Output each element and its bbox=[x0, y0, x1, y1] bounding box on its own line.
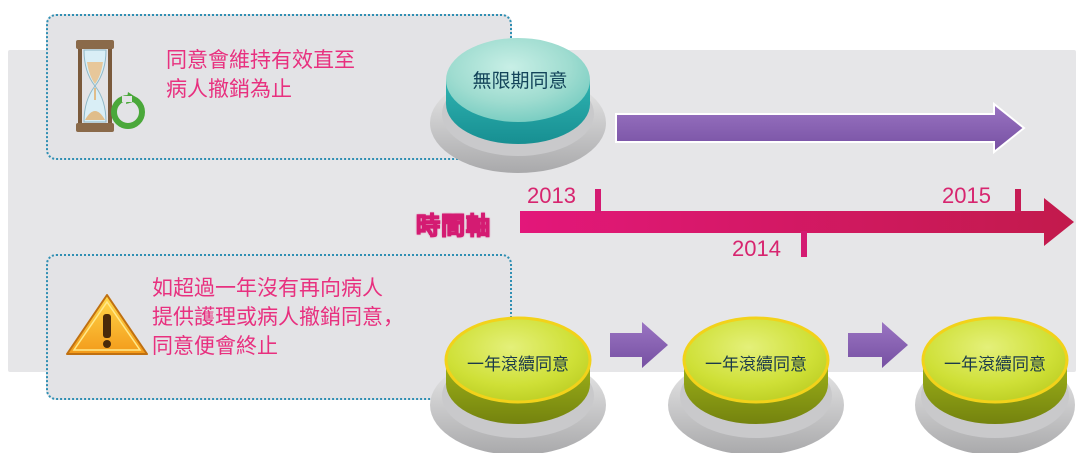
tick-2015 bbox=[1015, 189, 1021, 213]
indefinite-consent-callout: 同意會維持有效直至 病人撤銷為止 bbox=[46, 14, 512, 160]
indefinite-duration-arrow bbox=[615, 101, 1026, 155]
warning-icon bbox=[64, 292, 150, 358]
annual-consent-button-2 bbox=[668, 316, 844, 453]
annual-consent-description: 如超過一年沒有再向病人 提供護理或病人撤銷同意， 同意便會終止 bbox=[152, 276, 404, 358]
annual-consent-label-2: 一年滾續同意 bbox=[705, 355, 807, 375]
annual-consent-label-3: 一年滾續同意 bbox=[944, 355, 1046, 375]
hourglass-icon bbox=[70, 38, 150, 134]
indefinite-consent-description: 同意會維持有效直至 病人撤銷為止 bbox=[166, 48, 355, 101]
annual-consent-callout: 如超過一年沒有再向病人 提供護理或病人撤銷同意， 同意便會終止 bbox=[46, 254, 512, 400]
tick-2014 bbox=[801, 231, 807, 257]
year-2015-label: 2015 bbox=[942, 183, 991, 208]
annual-consent-button-3 bbox=[915, 316, 1075, 453]
year-2013-label: 2013 bbox=[527, 183, 576, 208]
year-2014-label: 2014 bbox=[732, 236, 781, 261]
indefinite-consent-label: 無限期同意 bbox=[472, 70, 568, 92]
annual-consent-button-1 bbox=[430, 316, 606, 453]
indefinite-consent-button bbox=[430, 38, 606, 173]
renewal-arrow-1 bbox=[610, 322, 668, 368]
timeline-arrow bbox=[520, 198, 1074, 246]
annual-consent-label-1: 一年滾續同意 bbox=[467, 355, 569, 375]
timeline-title: 時間軸 bbox=[415, 211, 491, 240]
renewal-arrow-2 bbox=[848, 322, 908, 368]
tick-2013 bbox=[595, 189, 601, 213]
